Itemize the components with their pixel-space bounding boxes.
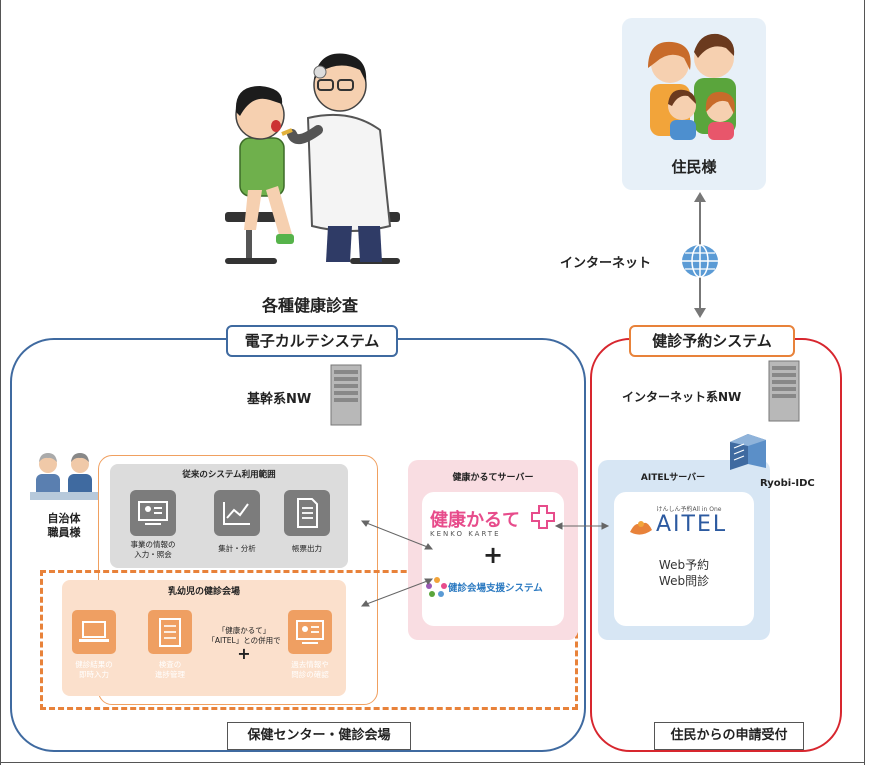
aitel-server-box: AITELサーバー けんしん予約All in One AITEL Web予約 W… xyxy=(598,460,770,640)
aitel-logo-small: けんしん予約All in One xyxy=(656,506,722,513)
legacy-item-label: 事業の情報の 入力・照会 xyxy=(116,540,190,560)
kenko-server-box: 健康かるてサーバー 健康かるて KENKO KARTE + 健診会場支援システム xyxy=(408,460,578,640)
kenko-logo-text: 健康かるて xyxy=(430,510,520,531)
venue-support-logo-icon xyxy=(426,577,447,597)
infant-item-1-line1: 健診結果の xyxy=(75,660,113,669)
kenko-logo-roman: KENKO KARTE xyxy=(430,530,501,538)
frame-left-line xyxy=(0,0,1,765)
venue-dashed-region xyxy=(40,570,578,710)
internet-nw-label: インターネット系NW xyxy=(622,390,742,404)
backbone-nw-label: 基幹系NW xyxy=(247,392,312,407)
idc-label: Ryobi-IDC xyxy=(760,478,815,489)
web-questionnaire-label: Web問診 xyxy=(658,574,710,588)
aitel-logo-text: AITEL xyxy=(656,512,728,537)
web-reservation-label: Web予約 xyxy=(658,558,710,572)
infant-title: 乳幼児の健診会場 xyxy=(167,587,240,597)
infant-item-3-line2: 問診の確認 xyxy=(291,670,329,679)
reservation-system-title: 健診予約システム xyxy=(629,325,795,357)
aitel-server-inner: けんしん予約All in One AITEL Web予約 Web問診 xyxy=(614,492,754,626)
residents-label: 住民様 xyxy=(671,158,717,176)
legacy-item-1-line2: 入力・照会 xyxy=(134,550,172,559)
infant-item-1-line2: 即時入力 xyxy=(79,670,109,679)
medical-cross-icon xyxy=(531,505,555,529)
staff-label-line2: 職員様 xyxy=(47,526,81,539)
doctor-exam-illustration xyxy=(225,53,400,264)
server-icon xyxy=(768,360,800,422)
ehr-system-title: 電子カルテシステム xyxy=(226,325,398,357)
infant-item-1-label: 健診結果の 即時入力 xyxy=(60,660,128,680)
profile-monitor-icon xyxy=(288,610,332,654)
aitel-server-title: AITELサーバー xyxy=(640,473,706,483)
staff-label-line1: 自治体 xyxy=(47,512,81,525)
venue-support-logo-text: 健診会場支援システム xyxy=(448,583,543,594)
chart-icon xyxy=(214,490,260,536)
reservation-footer-label: 住民からの申請受付 xyxy=(654,722,804,750)
legacy-title: 従来のシステム利用範囲 xyxy=(182,470,276,480)
datacenter-icon xyxy=(730,434,766,470)
combo-note-line2: 「AITEL」との併用で xyxy=(207,636,281,645)
legacy-item-1-line1: 事業の情報の xyxy=(130,540,176,549)
frame-bottom-line xyxy=(0,762,865,763)
laptop-icon xyxy=(72,610,116,654)
infant-item-2-label: 検査の 進捗管理 xyxy=(136,660,204,680)
health-exam-title: 各種健康診査 xyxy=(261,296,358,315)
staff-icon xyxy=(30,453,98,500)
kenko-server-title: 健康かるてサーバー xyxy=(452,473,534,483)
aitel-logo-icon xyxy=(630,521,652,535)
legacy-box: 従来のシステム利用範囲 事業の情報の 入力・照会 集計・分析 帳票出力 xyxy=(110,464,348,568)
server-icon xyxy=(330,364,362,426)
frame-right-line xyxy=(864,0,865,765)
infant-item-3-label: 過去情報や 問診の確認 xyxy=(276,660,344,680)
combo-note: 「健康かるて」 「AITEL」との併用で + xyxy=(202,626,286,662)
infant-item-2-line1: 検査の xyxy=(158,660,182,669)
globe-icon xyxy=(682,244,718,278)
combo-plus: + xyxy=(237,644,251,663)
combo-note-line1: 「健康かるて」 xyxy=(217,626,271,635)
document-icon xyxy=(284,490,330,536)
staff-label: 自治体 職員様 xyxy=(28,512,100,540)
infant-venue-box: 乳幼児の健診会場 健診結果の 即時入力 検査の 進捗管理 過去情報や 問診の確認… xyxy=(62,580,346,696)
residents-card: 住民様 xyxy=(622,18,766,190)
infant-item-2-line2: 進捗管理 xyxy=(155,670,185,679)
family-illustration xyxy=(648,33,736,140)
monitor-icon xyxy=(130,490,176,536)
server-plus: + xyxy=(482,541,504,569)
infant-item-3-line1: 過去情報や xyxy=(291,660,329,669)
ehr-footer-label: 保健センター・健診会場 xyxy=(227,722,411,750)
checklist-icon xyxy=(148,610,192,654)
kenko-server-inner: 健康かるて KENKO KARTE + 健診会場支援システム xyxy=(422,492,564,626)
legacy-item-2-label: 集計・分析 xyxy=(218,544,256,553)
internet-label: インターネット xyxy=(560,256,652,271)
legacy-item-3-label: 帳票出力 xyxy=(292,544,322,553)
